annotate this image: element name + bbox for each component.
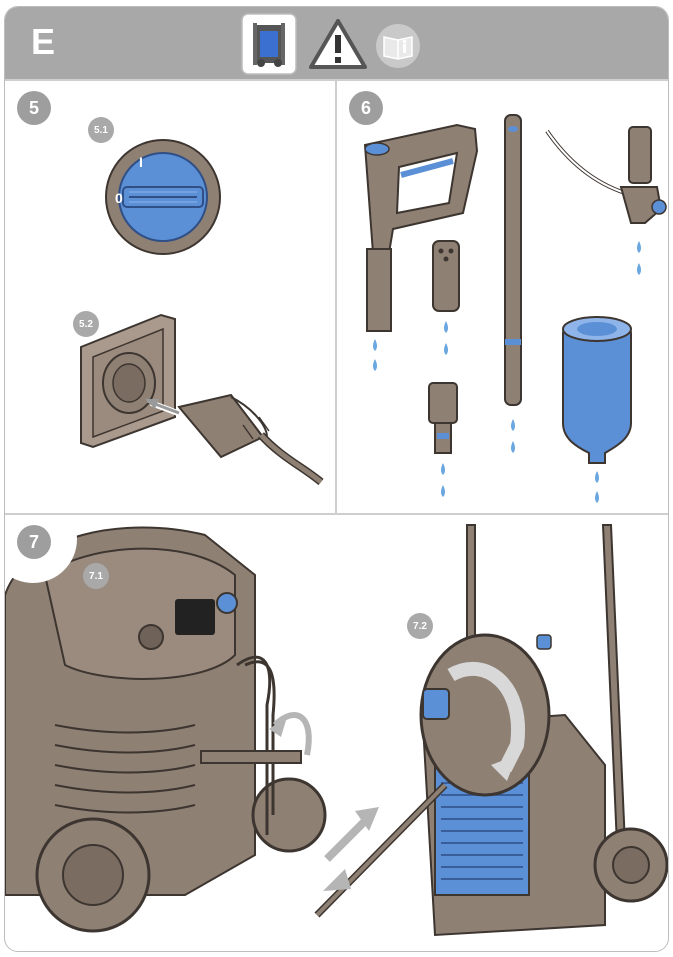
vertical-divider [335, 81, 337, 513]
power-switch-illustration: I 0 [95, 137, 225, 257]
socket-plug-illustration [71, 307, 331, 507]
header-divider [5, 79, 668, 81]
spray-gun-drawing [363, 123, 479, 371]
lance-drawing [504, 114, 522, 453]
step-5-1-badge: 5.1 [88, 117, 114, 143]
read-manual-icon [375, 23, 421, 69]
horizontal-divider [5, 513, 668, 515]
detergent-bottle-drawing [562, 316, 632, 503]
step-6-badge: 6 [349, 91, 383, 125]
turbo-nozzle-drawing [428, 382, 458, 497]
manual-page: E [4, 6, 669, 952]
step-5-badge: 5 [17, 91, 51, 125]
step-5-2-badge: 5.2 [73, 311, 99, 337]
device-manual-icon [241, 13, 297, 75]
accessories-illustration [345, 103, 667, 507]
step-7-1-badge: 7.1 [83, 563, 109, 589]
switch-off-label: 0 [115, 190, 123, 206]
step-7-badge: 7 [17, 525, 51, 559]
device-closeup-drawing [5, 526, 327, 933]
small-nozzle-drawing [432, 240, 460, 355]
switch-on-label: I [139, 154, 143, 170]
hose-connector-drawing [545, 126, 667, 275]
section-letter: E [31, 21, 56, 62]
warning-triangle-icon [307, 17, 369, 71]
section-header: E [5, 7, 668, 79]
step-7-2-badge: 7.2 [407, 613, 433, 639]
device-full-drawing [314, 524, 668, 937]
